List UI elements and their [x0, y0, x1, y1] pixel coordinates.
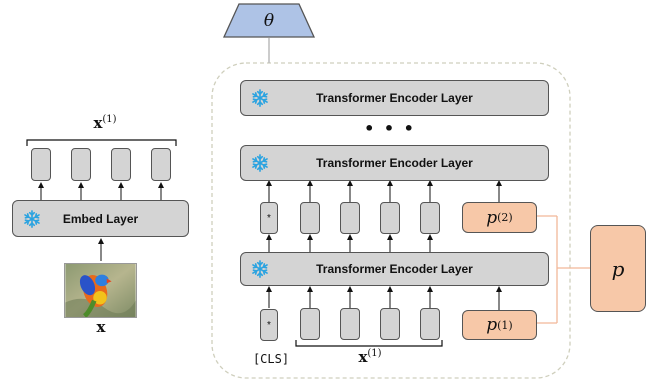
x-symbol: x: [93, 114, 103, 132]
input-token-2: [340, 308, 360, 340]
mid-token-2: [340, 202, 360, 234]
encoder-layer-label: Transformer Encoder Layer: [316, 156, 473, 170]
encoder-layer-1: Transformer Encoder Layer: [240, 252, 549, 286]
prompt-symbol: p: [486, 315, 498, 335]
prompt-symbol: p: [486, 207, 498, 228]
x-superscript: (1): [102, 114, 117, 125]
cls-token-mid: *: [260, 202, 278, 234]
bird-image: [64, 263, 137, 318]
prompt-connectors: [537, 215, 590, 324]
x-symbol: x: [358, 348, 368, 366]
encoder-layer-label: Transformer Encoder Layer: [316, 91, 473, 105]
snowflake-icon: [252, 154, 268, 172]
snowflake-icon: [24, 209, 40, 228]
x1-label-bottom: x(1): [345, 348, 395, 370]
embed-output-token-3: [111, 148, 131, 181]
prompt-2: p(2): [462, 202, 537, 233]
input-token-3: [380, 308, 400, 340]
mid-token-1: [300, 202, 320, 234]
encoder-layer-label: Transformer Encoder Layer: [316, 262, 473, 276]
embed-output-token-1: [31, 148, 51, 181]
x-label: x: [96, 318, 106, 336]
prompt-2-superscript: (2): [497, 211, 513, 224]
x1-label-left: x(1): [80, 114, 130, 136]
encoder-arrows: [266, 180, 502, 310]
encoder-layer-top: Transformer Encoder Layer: [240, 80, 549, 116]
layers-ellipsis: • • •: [364, 119, 416, 138]
input-token-4: [420, 308, 440, 340]
prompt-1-superscript: (1): [497, 318, 513, 332]
mid-token-4: [420, 202, 440, 234]
cls-label: [CLS]: [252, 352, 290, 366]
prompt-pool: p: [590, 225, 646, 312]
embed-layer: Embed Layer: [12, 200, 189, 237]
embed-layer-label: Embed Layer: [62, 211, 139, 226]
cls-token-bottom: *: [260, 309, 278, 341]
mid-token-3: [380, 202, 400, 234]
embed-arrows: [38, 182, 164, 261]
prompt-1: p(1): [462, 310, 537, 340]
theta-label: θ: [263, 11, 275, 31]
x1-bracket-left: [26, 139, 177, 146]
theta-shape: [222, 3, 316, 38]
embed-output-token-4: [151, 148, 171, 181]
encoder-layer-2: Transformer Encoder Layer: [240, 145, 549, 181]
embed-output-token-2: [71, 148, 91, 181]
x-superscript: (1): [367, 348, 382, 359]
x1-bracket-bottom: [295, 340, 443, 347]
input-token-1: [300, 308, 320, 340]
snowflake-icon: [252, 260, 268, 278]
snowflake-icon: [252, 89, 268, 107]
